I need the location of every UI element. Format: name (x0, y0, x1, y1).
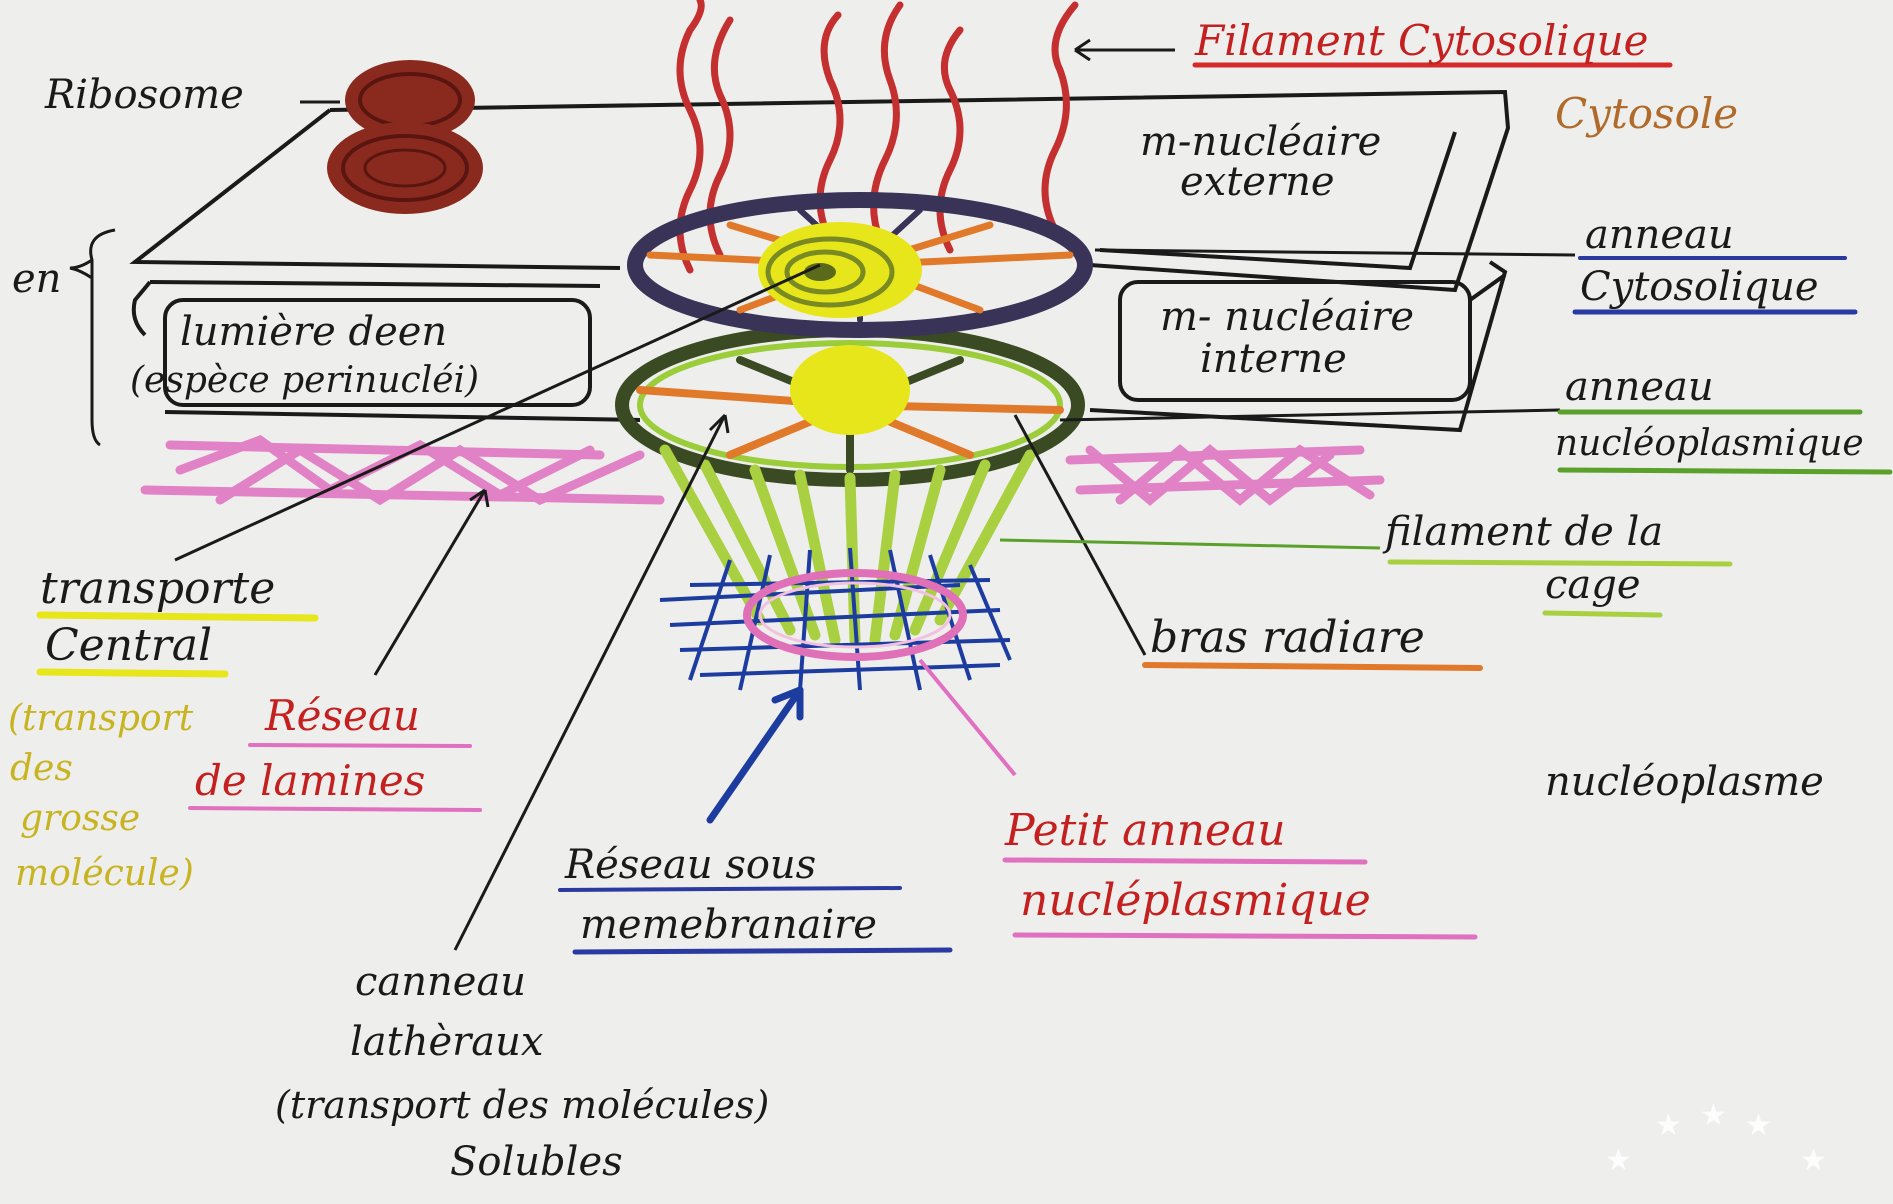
svg-text:★: ★ (1655, 1108, 1682, 1143)
label-reseau-sous-2: memebranaire (580, 902, 877, 948)
cage-leader (1000, 540, 1380, 548)
label-reseau-lamines-2: de lamines (195, 756, 425, 805)
nucleoplasmic-ring-group (622, 330, 1078, 480)
label-canneau-3: (transport des molécules) (275, 1083, 769, 1127)
label-transport-gross-1: (transport (8, 698, 194, 739)
label-transporte-central-2: Central (45, 620, 212, 671)
submembrane-arrow (710, 690, 800, 820)
svg-text:★: ★ (1700, 1098, 1727, 1133)
label-filament-cage-2: cage (1545, 562, 1641, 608)
label-canneau-2: lathèraux (350, 1019, 543, 1065)
envelope-brace (70, 230, 115, 445)
label-bras-radiaire: bras radiare (1150, 612, 1425, 663)
svg-text:★: ★ (1745, 1108, 1772, 1143)
label-reseau-lamines-1: Réseau (264, 691, 420, 740)
submembrane-network (660, 548, 1010, 690)
label-cytosol: Cytosole (1555, 89, 1738, 138)
label-filament-cytosolique: Filament Cytosolique (1194, 16, 1649, 65)
label-m-nucleaire-interne-2: interne (1200, 336, 1347, 382)
label-m-nucleaire-interne-1: m- nucléaire (1160, 294, 1414, 340)
label-anneau-nucleoplasmique-1: anneau (1565, 364, 1714, 410)
label-transporte-central-1: transporte (40, 563, 275, 614)
central-transporter-lower (790, 345, 910, 435)
label-anneau-cytosolique-2: Cytosolique (1580, 264, 1819, 310)
label-transport-gross-4: molécule) (15, 853, 194, 894)
label-transport-gross-3: grosse (20, 798, 140, 839)
label-ribosome: Ribosome (44, 72, 244, 118)
label-nucleoplasme: nucléoplasme (1545, 759, 1824, 805)
cytoplasmic-ring-group (635, 200, 1085, 330)
label-lumiere-1: lumière deen (180, 309, 447, 355)
label-filament-cage-1: filament de la (1382, 509, 1663, 555)
ribosome-icon (327, 60, 483, 214)
label-lumiere-2: (espèce perinucléi) (130, 360, 479, 401)
watermark-stars: ★ ★ ★ ★ ★ (1605, 1098, 1827, 1178)
svg-text:★: ★ (1605, 1143, 1632, 1178)
label-anneau-cytosolique-1: anneau (1585, 212, 1734, 258)
label-anneau-nucleoplasmique-2: nucléoplasmique (1555, 423, 1864, 464)
label-en: en (12, 256, 61, 302)
label-m-nucleaire-externe-2: externe (1180, 159, 1335, 205)
label-canneau-1: canneau (355, 959, 526, 1005)
label-reseau-sous-1: Réseau sous (564, 842, 816, 888)
label-transport-gross-2: des (10, 748, 73, 789)
label-canneau-4: Solubles (450, 1139, 623, 1185)
svg-text:★: ★ (1800, 1143, 1827, 1178)
label-petit-anneau-1: Petit anneau (1004, 805, 1286, 856)
label-petit-anneau-2: nucléplasmique (1020, 875, 1371, 926)
